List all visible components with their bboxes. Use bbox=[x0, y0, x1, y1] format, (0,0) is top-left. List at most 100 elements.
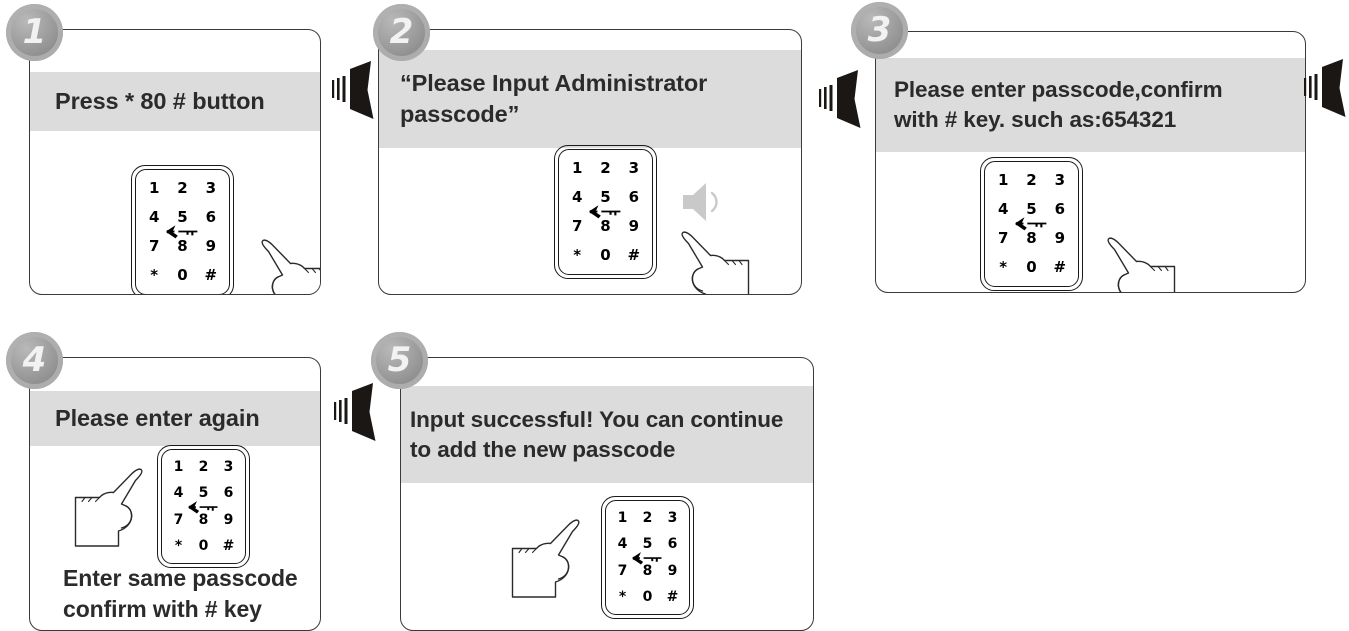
keypad-key-7[interactable]: 7 bbox=[997, 229, 1009, 247]
keypad-key-1[interactable]: 1 bbox=[173, 459, 184, 476]
step-card-5: Input successful! You can continue to ad… bbox=[400, 357, 814, 631]
keypad-key-6[interactable]: 6 bbox=[1054, 200, 1066, 218]
keypad-key-7[interactable]: 7 bbox=[617, 562, 628, 579]
step-badge-4: 4 bbox=[6, 332, 63, 389]
keypad-key-0[interactable]: 0 bbox=[1026, 258, 1037, 276]
step-1-header-text: Press * 80 # button bbox=[55, 87, 265, 114]
keypad-key-9[interactable]: 9 bbox=[628, 217, 640, 235]
keypad-key-0[interactable]: 0 bbox=[177, 266, 188, 284]
keypad-outer-frame bbox=[980, 157, 1083, 291]
keypad-step-4[interactable]: 1 2 3 4 5 6 7 8 9 * 0 # bbox=[157, 445, 250, 568]
keypad-key-5[interactable]: 5 bbox=[1026, 200, 1037, 218]
keypad-inner-frame bbox=[605, 500, 690, 615]
keypad-key-2[interactable]: 2 bbox=[198, 459, 209, 476]
keypad-step-5[interactable]: 1 2 3 4 5 6 7 8 9 * 0 # bbox=[601, 496, 694, 619]
keypad-key-grid: 1 2 3 4 5 6 7 8 9 * 0 # bbox=[140, 174, 225, 290]
key-icon bbox=[589, 205, 620, 219]
pointing-hand-icon bbox=[74, 468, 143, 547]
keypad-key-4[interactable]: 4 bbox=[571, 188, 583, 206]
keypad-key-8[interactable]: 8 bbox=[177, 237, 188, 255]
keypad-outer-frame bbox=[131, 165, 234, 294]
keypad-key-9[interactable]: 9 bbox=[223, 511, 234, 528]
keypad-key-0[interactable]: 0 bbox=[600, 246, 611, 264]
step-4-header-text: Please enter again bbox=[55, 404, 260, 431]
keypad-key-5[interactable]: 5 bbox=[198, 485, 209, 502]
keypad-key-3[interactable]: 3 bbox=[667, 510, 678, 527]
keypad-key-star[interactable]: * bbox=[999, 258, 1008, 276]
step-2-header-text: “Please Input Administrator passcode” bbox=[400, 69, 708, 127]
keypad-key-7[interactable]: 7 bbox=[148, 237, 160, 255]
keypad-key-5[interactable]: 5 bbox=[600, 188, 611, 206]
keypad-inner-frame bbox=[558, 149, 653, 275]
keypad-step-2[interactable]: 1 2 3 4 5 6 7 8 9 * 0 # bbox=[554, 145, 657, 279]
keypad-key-4[interactable]: 4 bbox=[617, 536, 628, 553]
keypad-key-8[interactable]: 8 bbox=[642, 562, 653, 579]
keypad-key-hash[interactable]: # bbox=[627, 246, 641, 264]
step-card-4: Please enter again 1 2 3 4 5 6 7 8 9 * 0… bbox=[29, 357, 321, 631]
keypad-key-1[interactable]: 1 bbox=[148, 179, 160, 197]
arrow-step4-to-step5 bbox=[334, 383, 376, 441]
keypad-inner-frame bbox=[984, 161, 1079, 287]
pointing-hand-icon bbox=[511, 519, 580, 598]
keypad-key-grid: 1 2 3 4 5 6 7 8 9 * 0 # bbox=[166, 454, 241, 559]
keypad-key-hash[interactable]: # bbox=[666, 588, 679, 605]
step-badge-5: 5 bbox=[371, 332, 428, 389]
keypad-key-star[interactable]: * bbox=[573, 246, 582, 264]
keypad-key-3[interactable]: 3 bbox=[1054, 171, 1066, 189]
keypad-key-8[interactable]: 8 bbox=[198, 511, 209, 528]
keypad-key-4[interactable]: 4 bbox=[997, 200, 1009, 218]
keypad-key-9[interactable]: 9 bbox=[205, 237, 217, 255]
keypad-key-2[interactable]: 2 bbox=[177, 179, 188, 197]
keypad-inner-frame bbox=[161, 449, 246, 564]
step-2-header-bar: “Please Input Administrator passcode” bbox=[379, 50, 801, 148]
keypad-key-1[interactable]: 1 bbox=[617, 510, 628, 527]
step-3-header-text: Please enter passcode,confirm with # key… bbox=[894, 77, 1223, 132]
keypad-key-6[interactable]: 6 bbox=[667, 536, 678, 553]
keypad-key-6[interactable]: 6 bbox=[223, 485, 234, 502]
keypad-key-6[interactable]: 6 bbox=[628, 188, 640, 206]
keypad-key-4[interactable]: 4 bbox=[173, 485, 184, 502]
keypad-key-4[interactable]: 4 bbox=[148, 208, 160, 226]
keypad-key-2[interactable]: 2 bbox=[642, 510, 653, 527]
keypad-key-0[interactable]: 0 bbox=[198, 537, 209, 554]
step-card-3: Please enter passcode,confirm with # key… bbox=[875, 31, 1306, 293]
keypad-key-star[interactable]: * bbox=[174, 537, 183, 554]
keypad-key-8[interactable]: 8 bbox=[1026, 229, 1037, 247]
keypad-key-7[interactable]: 7 bbox=[173, 511, 184, 528]
keypad-key-2[interactable]: 2 bbox=[1026, 171, 1037, 189]
keypad-key-7[interactable]: 7 bbox=[571, 217, 583, 235]
keypad-key-5[interactable]: 5 bbox=[642, 536, 653, 553]
keypad-key-6[interactable]: 6 bbox=[205, 208, 217, 226]
step-badge-3-number: 3 bbox=[867, 9, 892, 50]
keypad-key-8[interactable]: 8 bbox=[600, 217, 611, 235]
speaker-icon bbox=[683, 183, 718, 221]
step-badge-2: 2 bbox=[373, 4, 430, 61]
keypad-key-3[interactable]: 3 bbox=[205, 179, 217, 197]
keypad-outer-frame bbox=[554, 145, 657, 279]
keypad-key-hash[interactable]: # bbox=[204, 266, 218, 284]
keypad-key-9[interactable]: 9 bbox=[667, 562, 678, 579]
keypad-key-hash[interactable]: # bbox=[222, 537, 235, 554]
keypad-key-3[interactable]: 3 bbox=[628, 159, 640, 177]
key-icon bbox=[166, 225, 197, 239]
keypad-key-5[interactable]: 5 bbox=[177, 208, 188, 226]
keypad-inner-frame bbox=[135, 169, 230, 294]
keypad-key-0[interactable]: 0 bbox=[642, 588, 653, 605]
keypad-outer-frame bbox=[157, 445, 250, 568]
keypad-key-9[interactable]: 9 bbox=[1054, 229, 1066, 247]
keypad-key-3[interactable]: 3 bbox=[223, 459, 234, 476]
keypad-key-star[interactable]: * bbox=[150, 266, 159, 284]
step-badge-3: 3 bbox=[851, 2, 908, 59]
key-icon bbox=[188, 501, 217, 514]
keypad-key-1[interactable]: 1 bbox=[571, 159, 583, 177]
pointing-hand-icon bbox=[261, 239, 320, 294]
keypad-key-1[interactable]: 1 bbox=[997, 171, 1009, 189]
keypad-key-2[interactable]: 2 bbox=[600, 159, 611, 177]
step-4-caption: Enter same passcode confirm with # key bbox=[63, 565, 298, 622]
key-icon bbox=[1015, 217, 1046, 231]
step-badge-5-number: 5 bbox=[387, 339, 412, 380]
keypad-key-star[interactable]: * bbox=[618, 588, 627, 605]
keypad-key-hash[interactable]: # bbox=[1053, 258, 1067, 276]
keypad-step-1[interactable]: 1 2 3 4 5 6 7 8 9 * 0 # bbox=[131, 165, 234, 294]
keypad-step-3[interactable]: 1 2 3 4 5 6 7 8 9 * 0 # bbox=[980, 157, 1083, 291]
